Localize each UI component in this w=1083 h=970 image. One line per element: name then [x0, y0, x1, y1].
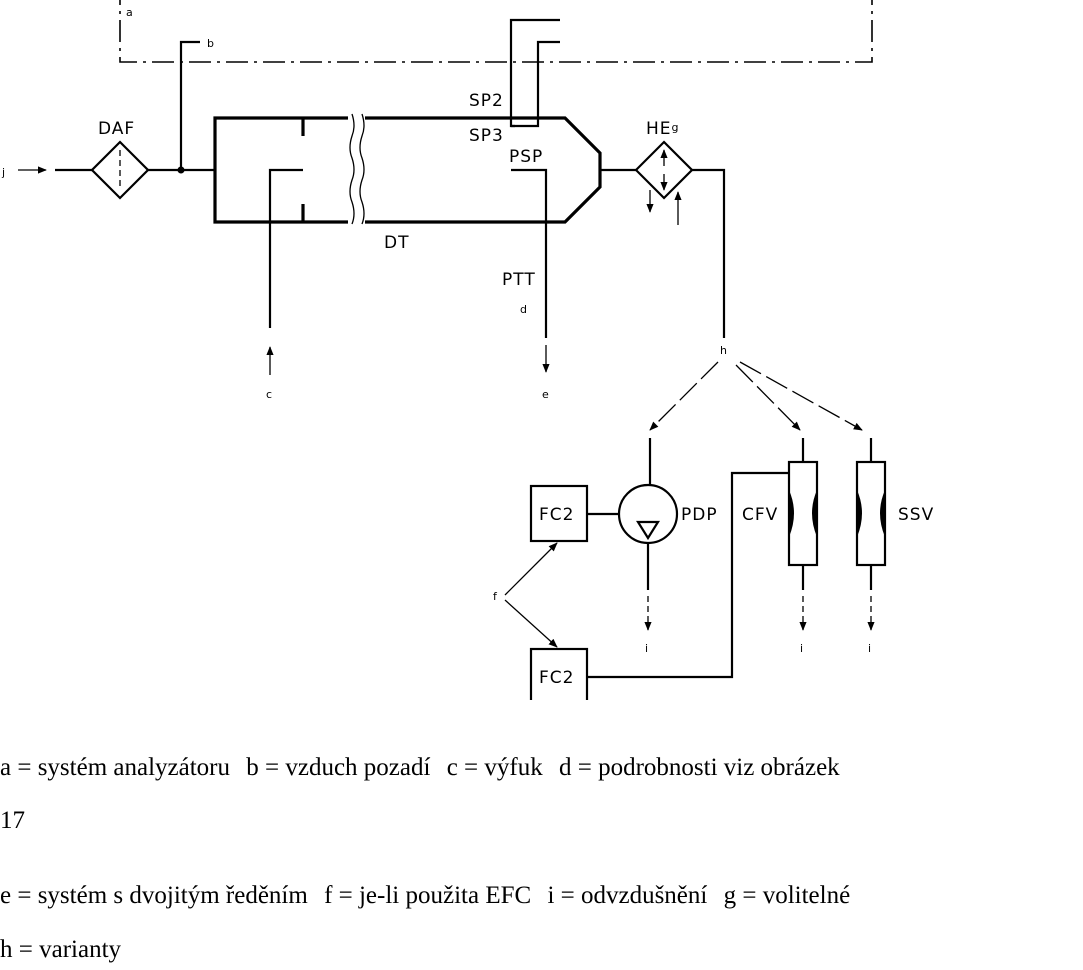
- legend-c: c = výfuk: [446, 754, 543, 781]
- legend-f: f = je-li použita EFC: [324, 882, 532, 909]
- legend-e: e = systém s dvojitým ředěním: [0, 882, 308, 909]
- legend-b: b = vzduch pozadí: [246, 754, 431, 781]
- dilution-tunnel: DT: [213, 113, 602, 253]
- dilution-air-inlet: j: [1, 166, 92, 179]
- particle-sampling-probe: PSP PTT d e: [502, 147, 550, 401]
- legend-line-1: a = systém analyzátoru b = vzduch pozadí…: [0, 752, 1083, 784]
- legend-g: g = volitelné: [723, 882, 851, 909]
- ssv-venturi: SSV i: [855, 460, 934, 655]
- exhaust-inlet: c: [266, 168, 303, 401]
- variant-branches: [648, 361, 873, 486]
- label-c: c: [266, 388, 272, 401]
- dilution-system-diagram: a b j DAF DT c SP2 SP3: [1, 0, 934, 700]
- sp2-label: SP2: [469, 91, 504, 111]
- label-f: f: [493, 590, 498, 603]
- label-i2: i: [800, 642, 803, 655]
- label-i1: i: [645, 642, 648, 655]
- legend-h: h = varianty: [0, 936, 122, 963]
- label-d: d: [520, 303, 527, 316]
- psp-label: PSP: [509, 147, 543, 167]
- sp3-label: SP3: [469, 126, 504, 146]
- cfv-venturi: CFV i: [742, 460, 819, 655]
- legend-a: a = systém analyzátoru: [0, 754, 230, 781]
- label-i3: i: [868, 642, 871, 655]
- legend-line-1-cont: 17: [0, 805, 1083, 837]
- sample-probes: SP2 SP3: [469, 18, 560, 146]
- fc2-controllers: FC2 FC2 f: [493, 471, 789, 700]
- dt-label: DT: [384, 233, 409, 253]
- analyzer-system-box: a: [119, 0, 873, 63]
- label-h: h: [720, 344, 727, 357]
- label-a: a: [126, 6, 133, 19]
- cfv-label: CFV: [742, 505, 778, 525]
- legend-d-cont: 17: [0, 807, 25, 834]
- ssv-label: SSV: [898, 505, 934, 525]
- ptt-label: PTT: [502, 270, 536, 290]
- heg-label: HEg: [646, 119, 680, 139]
- daf-label: DAF: [98, 119, 135, 139]
- label-b: b: [207, 37, 214, 50]
- label-j: j: [1, 166, 5, 179]
- daf-filter: DAF: [90, 119, 215, 200]
- background-air-line: b: [177, 37, 214, 174]
- fc2-top-label: FC2: [539, 505, 574, 525]
- legend-line-2: e = systém s dvojitým ředěním f = je-li …: [0, 880, 1083, 912]
- label-e: e: [542, 388, 549, 401]
- legend-i: i = odvzdušnění: [547, 882, 708, 909]
- pdp-pump: PDP i: [617, 483, 718, 655]
- heat-exchanger: HEg h: [600, 119, 727, 357]
- legend-line-2-cont: h = varianty: [0, 934, 1083, 966]
- pdp-label: PDP: [681, 505, 718, 525]
- legend-d: d = podrobnosti viz obrázek: [558, 754, 840, 781]
- fc2-bottom-label: FC2: [539, 668, 574, 688]
